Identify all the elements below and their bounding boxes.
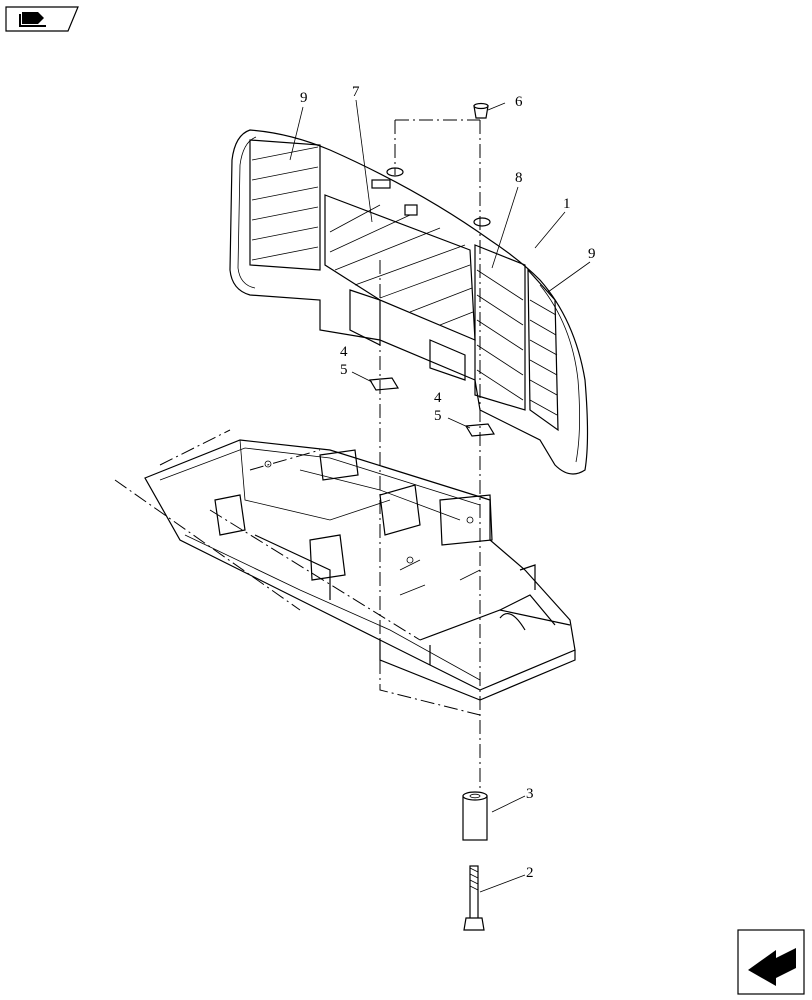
- shim-plate-right: [464, 423, 496, 437]
- next-page-arrow-icon: [748, 948, 796, 986]
- top-nav-button[interactable]: [5, 6, 79, 32]
- callout-9-left: 9: [300, 90, 308, 106]
- book-arrow-icon: [19, 12, 46, 27]
- callouts: 9 7 6 8 1 9 4 5 4 5 3 2: [300, 84, 596, 881]
- callout-2: 2: [526, 865, 534, 881]
- leader-lines: [289, 99, 591, 893]
- spacer-part: [462, 791, 488, 841]
- callout-4-left: 4: [340, 344, 348, 360]
- callout-3: 3: [526, 786, 534, 802]
- callout-4-right: 4: [434, 390, 442, 406]
- center-lines: [379, 119, 481, 790]
- shim-plate-left: [368, 377, 400, 391]
- callout-9-right: 9: [588, 246, 596, 262]
- bolt-part: [463, 865, 485, 931]
- callout-6: 6: [515, 94, 523, 110]
- plug-part: [473, 102, 489, 119]
- callout-7: 7: [352, 84, 360, 100]
- bottom-nav-button[interactable]: [737, 929, 805, 995]
- callout-5-right: 5: [434, 408, 442, 424]
- callout-5-left: 5: [340, 362, 348, 378]
- counterweight: [229, 129, 589, 475]
- callout-1: 1: [563, 196, 571, 212]
- machine-frame: [114, 429, 576, 701]
- callout-8: 8: [515, 170, 523, 186]
